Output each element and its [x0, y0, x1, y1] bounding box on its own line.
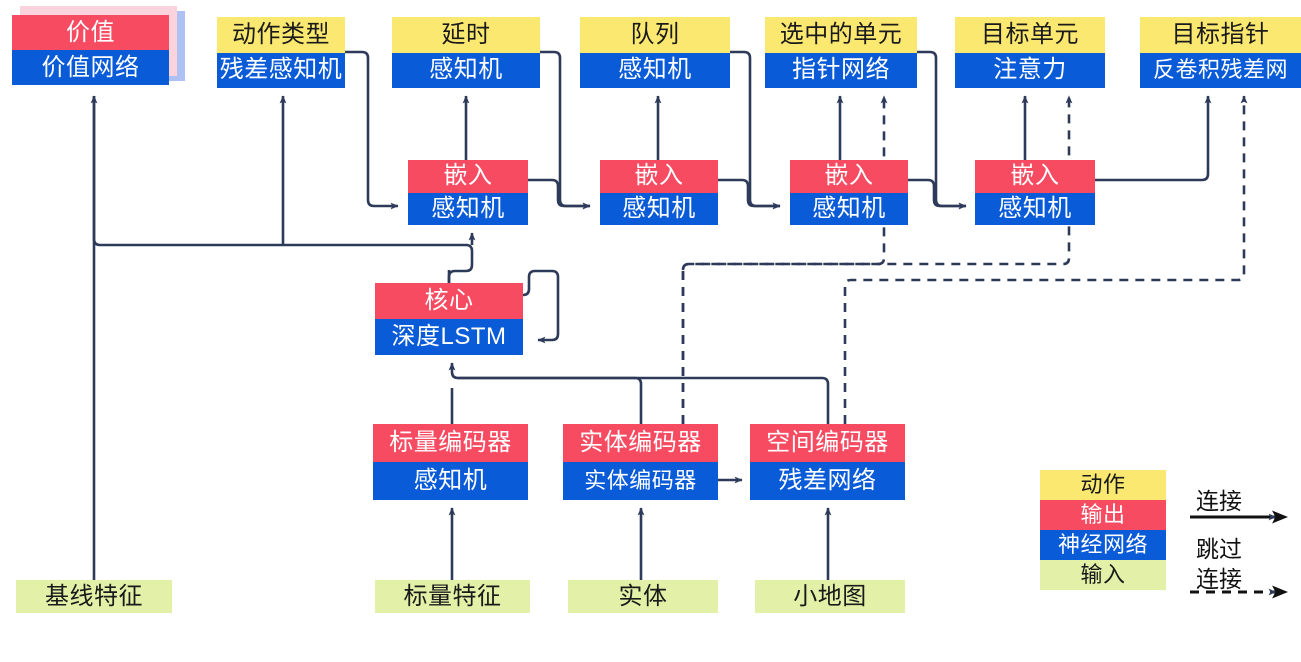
edge-spatialenc-to-core [458, 376, 830, 424]
legend-output-swatch: 输出 [1040, 500, 1166, 530]
edge-embed4-to-targetpoint [1095, 95, 1212, 182]
legend-action-swatch: 动作 [1040, 470, 1166, 500]
node-entities-label: 实体 [568, 580, 718, 613]
node-delay-network-label: 感知机 [392, 52, 540, 88]
node-target-unit[interactable]: 目标单元 注意力 [955, 17, 1105, 88]
node-entity-encoder[interactable]: 实体编码器 实体编码器 [563, 424, 718, 500]
legend-skip-label-line1: 跳过 [1196, 536, 1242, 562]
node-value-network-label: 价值网络 [12, 50, 169, 85]
node-scalar-encoder[interactable]: 标量编码器 感知机 [373, 424, 528, 500]
legend: 动作 输出 神经网络 输入 [1040, 470, 1166, 590]
edge-embed1-to-embed2 [528, 178, 591, 210]
edge-delay-to-embed2 [558, 150, 591, 210]
edge-embed3-to-embed4 [908, 178, 967, 210]
node-queue-network-label: 感知机 [580, 52, 730, 88]
node-scalar-encoder-network-label: 感知机 [373, 462, 528, 500]
edge-actiontype-to-embed1 [345, 50, 399, 210]
node-entity-encoder-output-label: 实体编码器 [563, 424, 718, 462]
node-delay[interactable]: 延时 感知机 [392, 17, 540, 88]
node-target-unit-action-label: 目标单元 [955, 17, 1105, 53]
node-embed-2-network-label: 感知机 [600, 192, 718, 225]
node-selected-unit-network-label: 指针网络 [765, 52, 917, 88]
node-core[interactable]: 核心 深度LSTM [375, 283, 523, 355]
node-core-output-label: 核心 [375, 283, 523, 319]
edge-delay-to-embed2-seg [540, 50, 562, 150]
legend-skip-label-line2: 连接 [1196, 566, 1242, 592]
node-baseline-features-label: 基线特征 [16, 580, 172, 613]
node-embed-4-network-label: 感知机 [975, 192, 1095, 225]
node-embed-4-output-label: 嵌入 [975, 160, 1095, 193]
node-scalar-features[interactable]: 标量特征 [375, 580, 530, 613]
node-embed-2[interactable]: 嵌入 感知机 [600, 160, 718, 225]
node-spatial-encoder-network-label: 残差网络 [750, 462, 905, 500]
edge-entityenc-to-selectedunit-skip [681, 95, 888, 424]
legend-input-swatch: 输入 [1040, 560, 1166, 590]
node-spatial-encoder-output-label: 空间编码器 [750, 424, 905, 462]
node-value-output-label: 价值 [12, 15, 169, 50]
node-target-point-network-label: 反卷积残差网 [1140, 52, 1301, 88]
node-target-unit-network-label: 注意力 [955, 52, 1105, 88]
node-scalar-encoder-output-label: 标量编码器 [373, 424, 528, 462]
node-selected-unit-action-label: 选中的单元 [765, 17, 917, 53]
node-entity-encoder-network-label: 实体编码器 [563, 462, 718, 500]
node-embed-3-network-label: 感知机 [790, 192, 908, 225]
node-minimap[interactable]: 小地图 [755, 580, 905, 613]
legend-dashed-arrowhead [1272, 585, 1288, 599]
node-target-point-action-label: 目标指针 [1140, 17, 1301, 53]
edge-core-recurrent [522, 269, 560, 344]
edge-embed2-to-embed3 [718, 178, 781, 210]
node-core-network-label: 深度LSTM [375, 319, 523, 355]
edge-spatialenc-to-targetpoint-skip [843, 95, 1248, 424]
node-entities[interactable]: 实体 [568, 580, 718, 613]
node-spatial-encoder[interactable]: 空间编码器 残差网络 [750, 424, 905, 500]
node-baseline-features[interactable]: 基线特征 [16, 580, 172, 613]
node-target-point[interactable]: 目标指针 反卷积残差网 [1140, 17, 1301, 88]
node-embed-1-output-label: 嵌入 [408, 160, 528, 193]
legend-solid-arrowhead [1272, 510, 1288, 524]
node-queue[interactable]: 队列 感知机 [580, 17, 730, 88]
node-delay-action-label: 延时 [392, 17, 540, 53]
node-minimap-label: 小地图 [755, 580, 905, 613]
node-embed-3[interactable]: 嵌入 感知机 [790, 160, 908, 225]
node-embed-1-network-label: 感知机 [408, 192, 528, 225]
edge-queue-to-embed3-seg [730, 50, 752, 150]
node-action-type[interactable]: 动作类型 残差感知机 [217, 17, 345, 88]
edge-selectedunit-to-embed4 [934, 150, 967, 210]
edge-entityenc-to-core [448, 362, 643, 424]
node-embed-4[interactable]: 嵌入 感知机 [975, 160, 1095, 225]
legend-network-swatch: 神经网络 [1040, 530, 1166, 560]
node-scalar-features-label: 标量特征 [375, 580, 530, 613]
node-value[interactable]: 价值 价值网络 [12, 6, 185, 85]
edge-core-bus-link [94, 232, 472, 251]
node-embed-1[interactable]: 嵌入 感知机 [408, 160, 528, 225]
edge-queue-to-embed3 [748, 150, 781, 210]
node-action-type-network-label: 残差感知机 [217, 52, 345, 88]
edge-selectedunit-to-embed4-seg [917, 50, 938, 150]
node-action-type-action-label: 动作类型 [217, 17, 345, 53]
node-selected-unit[interactable]: 选中的单元 指针网络 [765, 17, 917, 88]
node-embed-2-output-label: 嵌入 [600, 160, 718, 193]
node-queue-action-label: 队列 [580, 17, 730, 53]
node-embed-3-output-label: 嵌入 [790, 160, 908, 193]
legend-connection-label: 连接 [1196, 488, 1242, 514]
